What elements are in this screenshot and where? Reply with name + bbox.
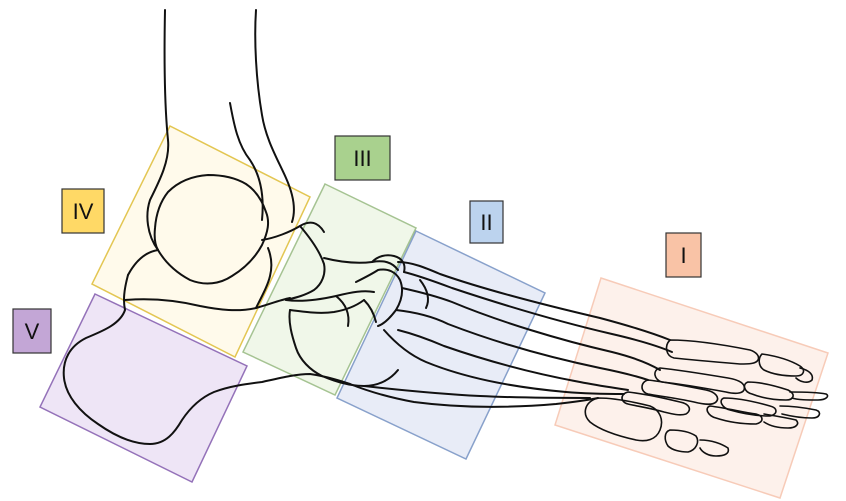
zone-label-i: I (665, 232, 702, 278)
midfoot-bones-outline (285, 225, 406, 387)
zone-label-iv: IV (61, 188, 105, 234)
metatarsals-outline (349, 261, 673, 408)
zone-i-region (554, 277, 829, 499)
phalanges-outline (584, 339, 829, 457)
zone-label-iv-box (61, 188, 105, 234)
zone-label-i-box (665, 232, 702, 278)
zone-iii-region (241, 182, 418, 396)
zone-label-iv-text: IV (73, 199, 94, 224)
zone-label-v-box (12, 308, 52, 354)
zone-label-ii: II (469, 200, 504, 244)
zone-label-ii-text: II (480, 210, 492, 235)
zone-v-region (38, 293, 248, 484)
zone-label-ii-box (469, 200, 504, 244)
calcaneus-outline (62, 247, 351, 445)
zone-label-iii-text: III (353, 146, 371, 171)
zone-label-v: V (12, 308, 52, 354)
zone-label-v-text: V (25, 319, 40, 344)
zone-label-i-text: I (680, 243, 686, 268)
zone-label-iii: III (334, 135, 391, 181)
zone-label-iii-box (334, 135, 391, 181)
